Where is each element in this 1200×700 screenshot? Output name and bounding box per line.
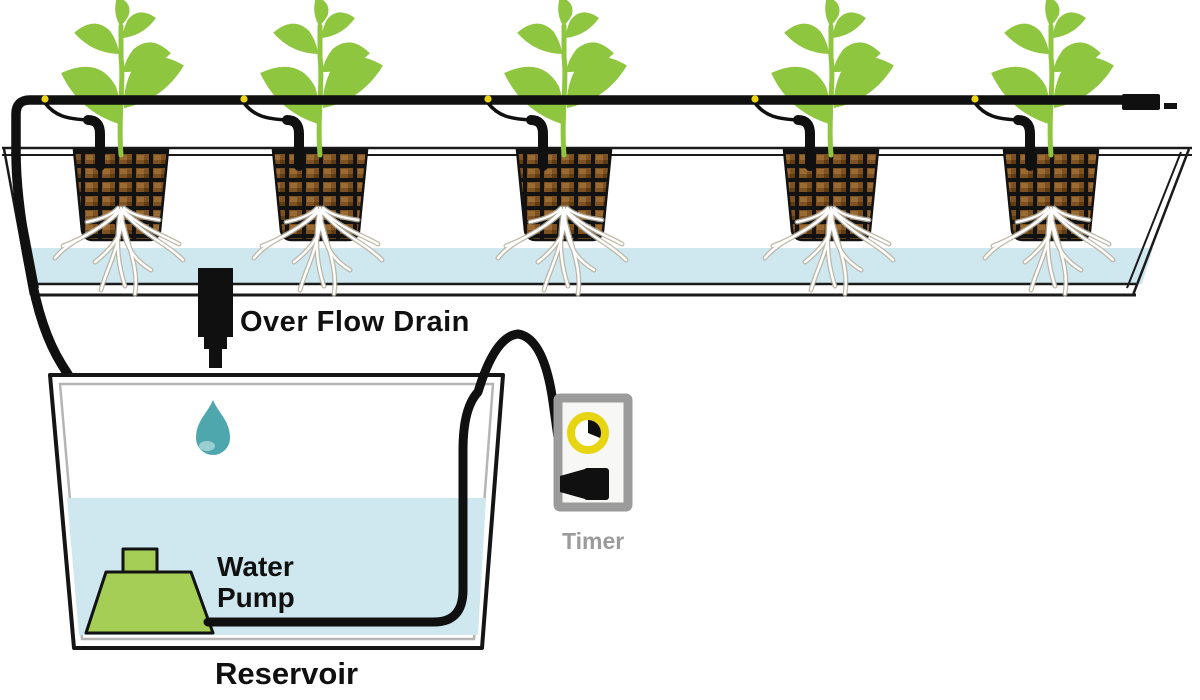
drip-emitter-icon	[240, 95, 248, 103]
plant	[983, 0, 1117, 155]
water-pump-label-line1: Water	[217, 551, 294, 582]
water-pump-label-line2: Pump	[217, 582, 295, 613]
plant	[252, 0, 386, 155]
line-end-cap	[1122, 94, 1160, 110]
drip-stake	[83, 115, 105, 171]
water-drop-icon	[196, 400, 230, 455]
timer-clock-icon	[567, 412, 609, 454]
drip-emitter-icon	[751, 95, 759, 103]
drip-emitter-icon	[41, 95, 49, 103]
overflow-drain-fitting	[198, 268, 233, 368]
plant	[53, 0, 187, 155]
timer-label: Timer	[562, 528, 625, 554]
drip-emitter-icon	[484, 95, 492, 103]
drippers	[41, 95, 1035, 171]
plant	[763, 0, 897, 155]
drip-stake	[282, 115, 304, 171]
plant	[496, 0, 630, 155]
water-pump-label: Water Pump	[217, 551, 295, 613]
overflow-drain-label: Over Flow Drain	[240, 306, 470, 338]
reservoir-label: Reservoir	[215, 656, 359, 691]
drip-stake	[793, 115, 815, 171]
water-pump-body	[84, 547, 215, 635]
drip-stake	[526, 115, 548, 171]
power-plug-icon	[560, 468, 609, 500]
drip-stake	[1013, 115, 1035, 171]
line-end-tick	[1164, 103, 1177, 109]
plants	[53, 0, 1117, 155]
drip-emitter-icon	[971, 95, 979, 103]
timer-outlet	[553, 393, 633, 512]
